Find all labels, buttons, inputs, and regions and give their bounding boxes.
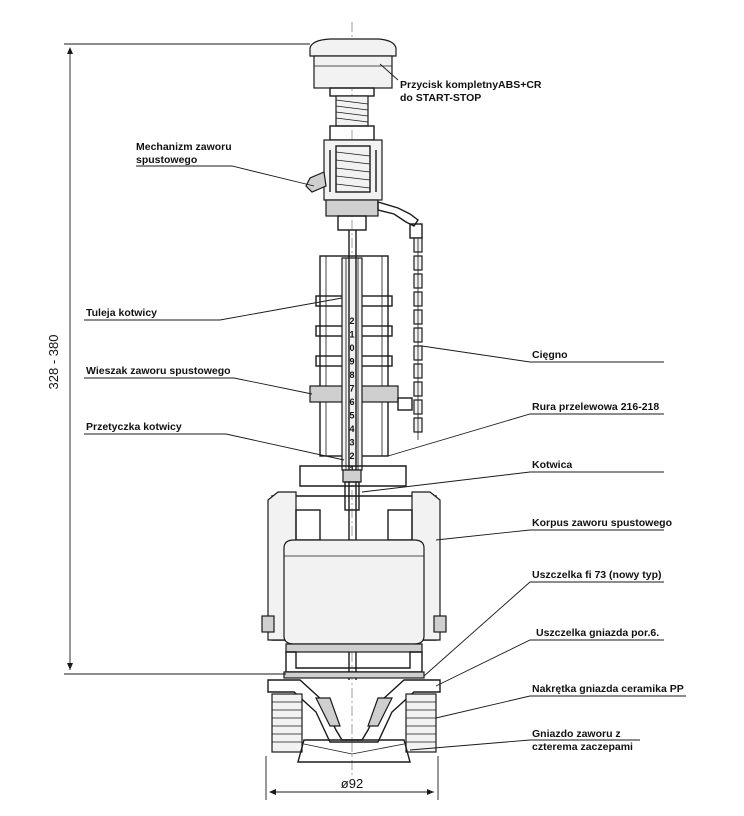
scale-number: 5 xyxy=(349,411,354,421)
push-button-drawing xyxy=(309,38,397,97)
scale-number: 1 xyxy=(349,330,354,340)
label-valve-mechanism-line1: Mechanizm zaworu xyxy=(136,141,232,153)
diameter-dimension xyxy=(265,756,439,800)
label-valve-seat-line2: czterema zaczepami xyxy=(532,741,633,753)
scale-number: 2 xyxy=(349,316,354,326)
label-anchor: Kotwica xyxy=(532,459,572,471)
scale-number: 8 xyxy=(349,370,354,380)
height-dimension-label: 328 - 380 xyxy=(46,335,61,390)
scale-number: 3 xyxy=(349,438,354,448)
scale-number: 4 xyxy=(349,424,354,434)
label-gasket-73: Uszczelka fi 73 (nowy typ) xyxy=(532,569,662,581)
label-valve-seat-line1: Gniazdo zaworu z xyxy=(532,728,621,740)
button-spring-drawing xyxy=(335,95,369,127)
label-overflow-pipe: Rura przelewowa 216-218 xyxy=(532,401,659,413)
valve-mechanism-drawing xyxy=(305,125,419,231)
label-anchor-sleeve: Tuleja kotwicy xyxy=(86,307,157,319)
scale-number: 2 xyxy=(349,451,354,461)
pull-rod-chain-drawing xyxy=(409,223,423,440)
label-seat-nut: Nakrętka gniazda ceramika PP xyxy=(532,683,684,695)
label-valve-mechanism-line2: spustowego xyxy=(136,154,197,166)
label-push-button-line2: do START-STOP xyxy=(400,92,481,104)
scale-number: 0 xyxy=(349,343,354,353)
label-seat-gasket: Uszczelka gniazda por.6. xyxy=(536,627,659,639)
leader-lines xyxy=(84,63,686,751)
scale-number: 9 xyxy=(349,357,354,367)
scale-number: 6 xyxy=(349,397,354,407)
label-valve-body: Korpus zaworu spustowego xyxy=(532,517,672,529)
label-push-button-line1: Przycisk kompletnyABS+CR xyxy=(400,79,542,91)
scale-number: 7 xyxy=(349,384,354,394)
label-valve-hanger: Wieszak zaworu spustowego xyxy=(86,365,231,377)
height-dimension xyxy=(64,43,310,675)
label-pull-rod: Cięgno xyxy=(532,349,568,361)
diameter-dimension-label: ø92 xyxy=(341,776,363,791)
gasket-seat-drawing xyxy=(267,643,441,763)
valve-body-drawing xyxy=(261,465,447,645)
label-anchor-pin: Przetyczka kotwicy xyxy=(86,421,182,433)
